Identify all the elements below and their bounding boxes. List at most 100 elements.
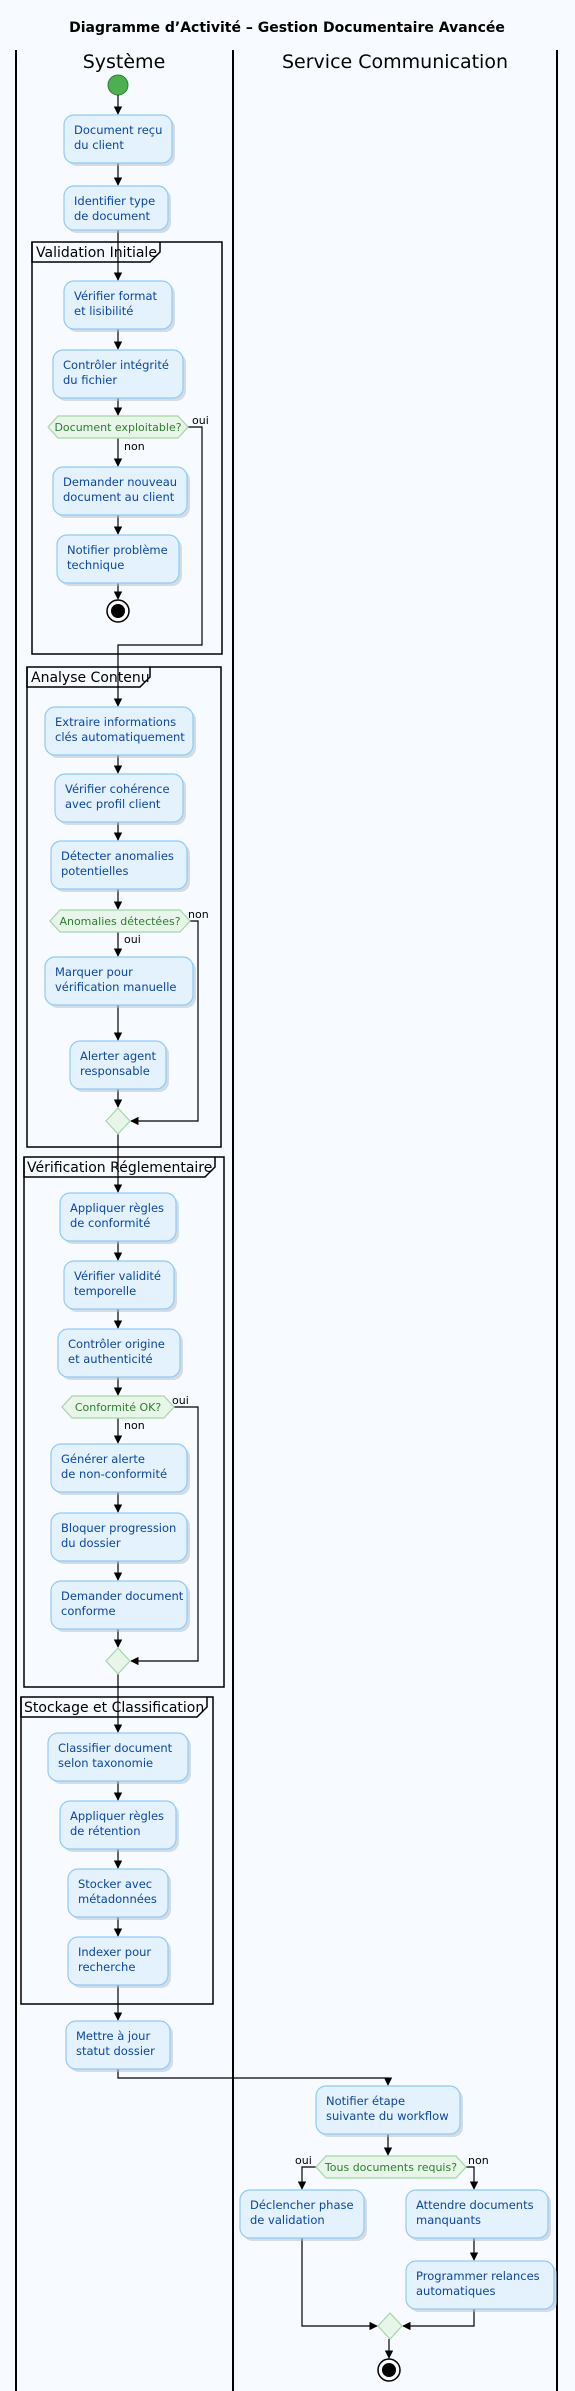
decision-d3: Conformité OK? [61, 1395, 175, 1419]
frame-label-stockage-classification: Stockage et Classification [24, 1700, 204, 1716]
activity-a26-line-1: Programmer relances [416, 2269, 540, 2283]
activity-a15-line-1: Générer alerte [61, 1452, 145, 1466]
lane-header-systeme: Système [83, 51, 166, 73]
activity-a19-line-1: Appliquer règles [70, 1809, 164, 1823]
guard-d4-no: non [468, 2154, 489, 2167]
activity-a2-line-2: de document [74, 209, 151, 223]
activity-a13-line-2: temporelle [74, 1284, 136, 1298]
flow-connectors [113, 95, 479, 2359]
activity-a21-line-2: recherche [78, 1960, 135, 1974]
frame-verification-reglementaire: Vérification Réglementaire [23, 1156, 225, 1688]
decision-d4: Tous documents requis? [315, 2155, 467, 2179]
merge-node-workflow [377, 2312, 403, 2340]
activity-a6-line-2: technique [67, 558, 124, 572]
activity-a24-line-1: Déclencher phase [250, 2198, 354, 2212]
guard-d3-no: non [124, 1419, 145, 1432]
activity-a16-line-1: Bloquer progression [61, 1521, 176, 1535]
start-node [107, 74, 129, 96]
activity-a20-line-1: Stocker avec [78, 1877, 152, 1891]
end-node [377, 2358, 401, 2382]
activity-a10-line-1: Marquer pour [55, 965, 133, 979]
frame-label-analyse-contenu: Analyse Contenu [31, 670, 150, 686]
activity-a23-line-2: suivante du workflow [326, 2109, 449, 2123]
diagram-title: Diagramme d’Activité – Gestion Documenta… [69, 20, 505, 36]
activity-a18-line-2: selon taxonomie [58, 1756, 153, 1770]
activity-a4-line-2: du fichier [63, 373, 117, 387]
activity-a17-line-2: conforme [61, 1604, 116, 1618]
frame-analyse-contenu: Analyse Contenu [26, 666, 222, 1148]
activity-a3-line-2: et lisibilité [74, 304, 133, 318]
activity-a14-line-2: et authenticité [68, 1352, 153, 1366]
guard-d2-no: non [188, 908, 209, 921]
decision-d4-label: Tous documents requis? [324, 2161, 457, 2174]
activity-a22-line-1: Mettre à jour [76, 2029, 150, 2043]
decision-d2-label: Anomalies détectées? [59, 915, 180, 928]
activity-a18-line-1: Classifier document [58, 1741, 173, 1755]
frame-label-verification-reglementaire: Vérification Réglementaire [27, 1160, 212, 1176]
activity-a7-line-1: Extraire informations [55, 715, 176, 729]
lane-header-service-communication: Service Communication [282, 51, 508, 73]
decision-d1-label: Document exploitable? [54, 421, 181, 434]
activity-a3-line-1: Vérifier format [74, 289, 158, 303]
frame-stockage-classification: Stockage et Classification [20, 1696, 214, 2005]
activity-a4-line-1: Contrôler intégrité [63, 358, 169, 372]
merge-node-analyse [105, 1107, 131, 1135]
activity-a16-line-2: du dossier [61, 1536, 121, 1550]
guard-d1-yes: oui [192, 414, 209, 427]
activity-a13-line-1: Vérifier validité [74, 1269, 161, 1283]
activity-a6-line-1: Notifier problème [67, 543, 168, 557]
activity-a19-line-2: de rétention [70, 1824, 140, 1838]
decision-d3-label: Conformité OK? [75, 1401, 162, 1414]
activity-a20-line-2: métadonnées [78, 1892, 157, 1906]
activity-a14-line-1: Contrôler origine [68, 1337, 165, 1351]
activity-a8-line-2: avec profil client [65, 797, 161, 811]
guard-d3-yes: oui [172, 1394, 189, 1407]
decision-d1: Document exploitable? [47, 415, 189, 439]
guard-d2-yes: oui [124, 933, 141, 946]
activity-a26-line-2: automatiques [416, 2284, 496, 2298]
activity-a12-line-2: de conformité [70, 1216, 150, 1230]
activity-a25-line-1: Attendre documents [416, 2198, 534, 2212]
activity-a7-line-2: clés automatiquement [55, 730, 185, 744]
activity-a23-line-1: Notifier étape [326, 2094, 405, 2108]
activity-a9-line-2: potentielles [61, 864, 128, 878]
activity-a10-line-2: vérification manuelle [55, 980, 176, 994]
activity-a22-line-2: statut dossier [76, 2044, 155, 2058]
activity-a24-line-2: de validation [250, 2213, 325, 2227]
activity-a5-line-1: Demander nouveau [63, 475, 177, 489]
activity-a8-line-1: Vérifier cohérence [65, 782, 170, 796]
activity-a21-line-1: Indexer pour [78, 1945, 151, 1959]
activity-a25-line-2: manquants [416, 2213, 481, 2227]
activity-a11-line-2: responsable [80, 1064, 150, 1078]
activity-a11-line-1: Alerter agent [80, 1049, 157, 1063]
activity-a12-line-1: Appliquer règles [70, 1201, 164, 1215]
activity-a2-line-1: Identifier type [74, 194, 155, 208]
activity-a1-line-1: Document reçu [74, 123, 162, 137]
decisions-layer: Document exploitable? Anomalies détectées… [47, 415, 467, 2179]
frame-label-validation-initiale: Validation Initiale [36, 245, 157, 261]
